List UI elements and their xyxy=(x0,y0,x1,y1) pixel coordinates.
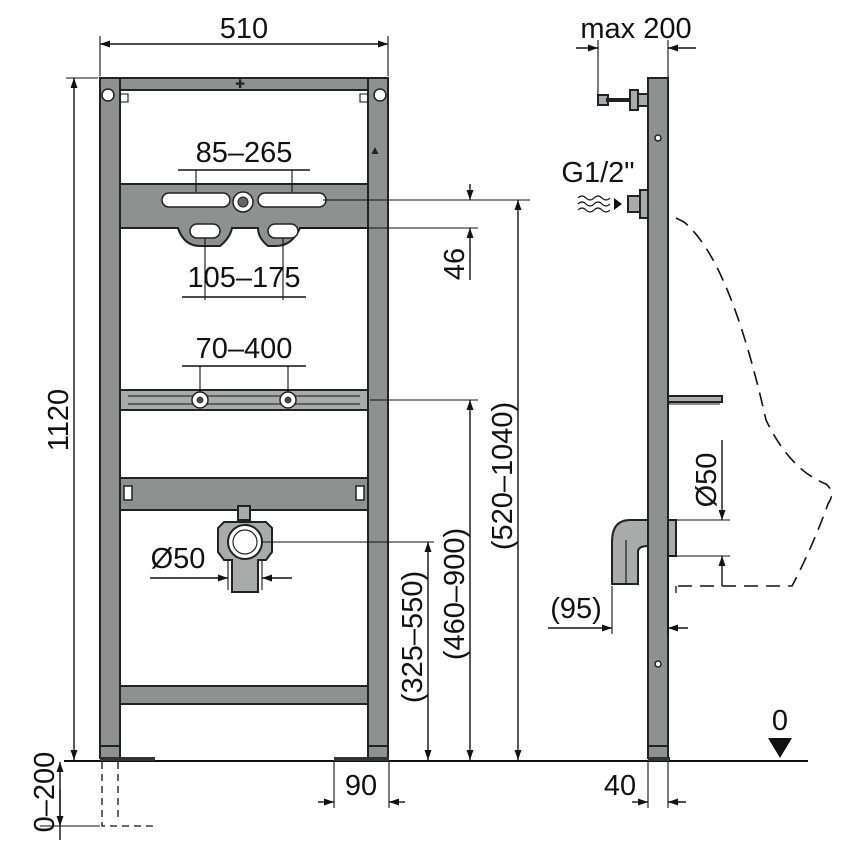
dim-foot-width: 90 xyxy=(345,770,377,802)
middle-rail xyxy=(119,389,369,411)
dim-frame-width: 510 xyxy=(220,13,268,45)
foot-right xyxy=(334,757,389,761)
dim-lower-slot-spacing: 105–175 xyxy=(188,262,301,294)
dim-slot-spacing: 85–265 xyxy=(196,137,293,169)
front-view: ✚ ▲ xyxy=(64,77,808,827)
urinal-outline xyxy=(675,217,833,587)
svg-text:▲: ▲ xyxy=(369,143,381,157)
right-post xyxy=(367,77,389,747)
dim-drain-front: Ø50 xyxy=(151,543,206,575)
dim-drain-side: Ø50 xyxy=(691,453,723,508)
dim-leg-extension: 0–200 xyxy=(29,752,61,833)
side-post xyxy=(647,77,669,749)
dim-depth-95: (95) xyxy=(550,593,602,625)
drain-outlet-front xyxy=(217,505,273,593)
dim-frame-height: 1120 xyxy=(43,389,75,451)
front-dimensions: 510 1120 85–265 105–175 70–400 46 (520–1… xyxy=(29,13,530,840)
label-thread: G1/2" xyxy=(561,157,634,189)
svg-text:✚: ✚ xyxy=(235,77,245,91)
label-floor-level: 0 xyxy=(772,705,788,737)
top-bracket-left xyxy=(101,88,129,103)
dim-side-max: max 200 xyxy=(580,13,691,45)
side-rail-stub xyxy=(667,395,723,405)
side-dimensions: max 200 G1/2" Ø50 (95) 40 0 xyxy=(548,13,792,808)
dim-depth-40: 40 xyxy=(604,770,636,802)
left-post xyxy=(99,77,121,747)
bottom-rail xyxy=(119,685,369,705)
anchor-bolt xyxy=(597,89,649,111)
dim-rail-spacing: 70–400 xyxy=(196,333,293,365)
dim-height-460-900: (460–900) xyxy=(439,528,471,660)
floor-level-marker xyxy=(768,738,792,758)
dim-height-520-1040: (520–1040) xyxy=(487,402,519,550)
foot-left xyxy=(100,757,155,761)
dim-offset-46: 46 xyxy=(439,248,471,280)
top-bracket-right xyxy=(359,88,387,103)
water-connection xyxy=(577,189,649,219)
dim-height-325-550: (325–550) xyxy=(397,571,429,703)
side-view xyxy=(577,77,833,761)
